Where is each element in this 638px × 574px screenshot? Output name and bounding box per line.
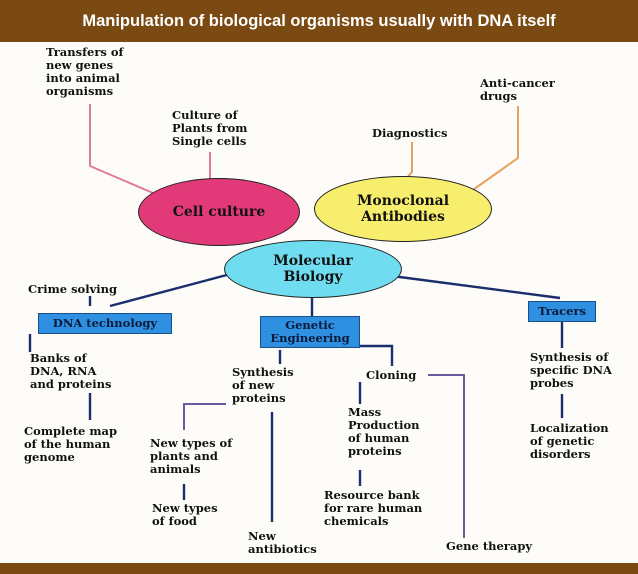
molecular-biology-node: Molecular Biology [224,240,402,298]
cell-culture-label: Cell culture [172,204,266,220]
resource-line3: chemicals [324,514,389,528]
synth-line3: proteins [232,391,286,405]
map-line2: of the human [24,437,111,451]
antibiotics-line2: antibiotics [248,542,317,556]
banks-line2: DNA, RNA [30,364,97,378]
crime-solving-text: Crime solving [28,282,118,296]
mass-line4: proteins [348,444,402,458]
genetic-label-line1: Genetic [285,318,335,332]
complete-map-text: Complete map of the human genome [24,425,117,464]
anticancer-text: Anti-cancer drugs [480,77,555,103]
resource-line1: Resource bank [324,488,420,502]
molecular-label-line1: Molecular [273,253,353,269]
transfers-line2: new genes [46,58,114,72]
dna-probe-line3: probes [530,376,574,390]
plants-line2: plants and [150,449,218,463]
transfers-line3: into animal [46,71,120,85]
banks-line3: and proteins [30,377,112,391]
food-line1: New types [152,501,218,515]
resource-line2: for rare human [324,501,423,515]
monoclonal-antibodies-node: Monoclonal Antibodies [314,176,492,242]
culture-plants-text: Culture of Plants from Single cells [172,109,247,148]
new-plants-text: New types of plants and animals [150,437,232,476]
dna-probe-line2: specific DNA [530,363,612,377]
genetic-label-line2: Engineering [270,331,350,345]
local-line2: of genetic [530,434,595,448]
anticancer-line1: Anti-cancer [480,76,555,90]
connector-anticancer [469,106,519,193]
synthesis-proteins-text: Synthesis of new proteins [232,366,294,405]
mass-line3: of human [348,431,410,445]
connector-gene-therapy [428,374,465,538]
local-line3: disorders [530,447,591,461]
anticancer-line2: drugs [480,89,517,103]
mass-production-text: Mass Production of human proteins [348,406,420,458]
culture-line3: Single cells [172,134,247,148]
molecular-label-line2: Biology [283,269,343,285]
connector-transfers [89,104,161,197]
tracers-label: Tracers [537,304,587,318]
plants-line3: animals [150,462,201,476]
map-line1: Complete map [24,424,118,438]
synth-line1: Synthesis [232,365,294,379]
banks-text: Banks of DNA, RNA and proteins [30,352,111,391]
mass-line2: Production [348,418,420,432]
banks-line1: Banks of [30,351,87,365]
new-antibiotics-text: New antibiotics [248,530,317,556]
tracers-box: Tracers [528,301,596,322]
diagnostics-text: Diagnostics [372,126,448,140]
monoclonal-label-line1: Monoclonal [356,193,450,209]
antibiotics-line1: New [248,529,276,543]
dna-technology-box: DNA technology [38,313,172,334]
dna-probe-line1: Synthesis of [530,350,609,364]
plants-line1: New types of [150,436,233,450]
new-food-text: New types of food [152,502,218,528]
footer-bar [0,563,638,574]
connector-cloning [358,344,394,366]
map-line3: genome [24,450,75,464]
synthesis-dna-text: Synthesis of specific DNA probes [530,351,612,390]
monoclonal-label-line2: Antibodies [361,209,445,225]
transfers-genes-text: Transfers of new genes into animal organ… [46,46,124,98]
cloning-text: Cloning [366,368,417,382]
cell-culture-node: Cell culture [138,178,300,246]
synth-line2: of new [232,378,275,392]
genetic-engineering-box: Genetic Engineering [260,316,360,348]
culture-line1: Culture of [172,108,238,122]
local-line1: Localization [530,421,609,435]
gene-therapy-text: Gene therapy [446,539,533,553]
food-line2: of food [152,514,197,528]
mass-line1: Mass [348,405,382,419]
transfers-line1: Transfers of [46,45,124,59]
dna-technology-label: DNA technology [52,316,158,330]
localization-text: Localization of genetic disorders [530,422,609,461]
connector-dna-technology [109,270,239,308]
connector-tracers [391,274,561,300]
transfers-line4: organisms [46,84,114,98]
resource-bank-text: Resource bank for rare human chemicals [324,489,422,528]
connector-new-plants [183,403,226,430]
culture-line2: Plants from [172,121,248,135]
page-title: Manipulation of biological organisms usu… [0,0,638,42]
